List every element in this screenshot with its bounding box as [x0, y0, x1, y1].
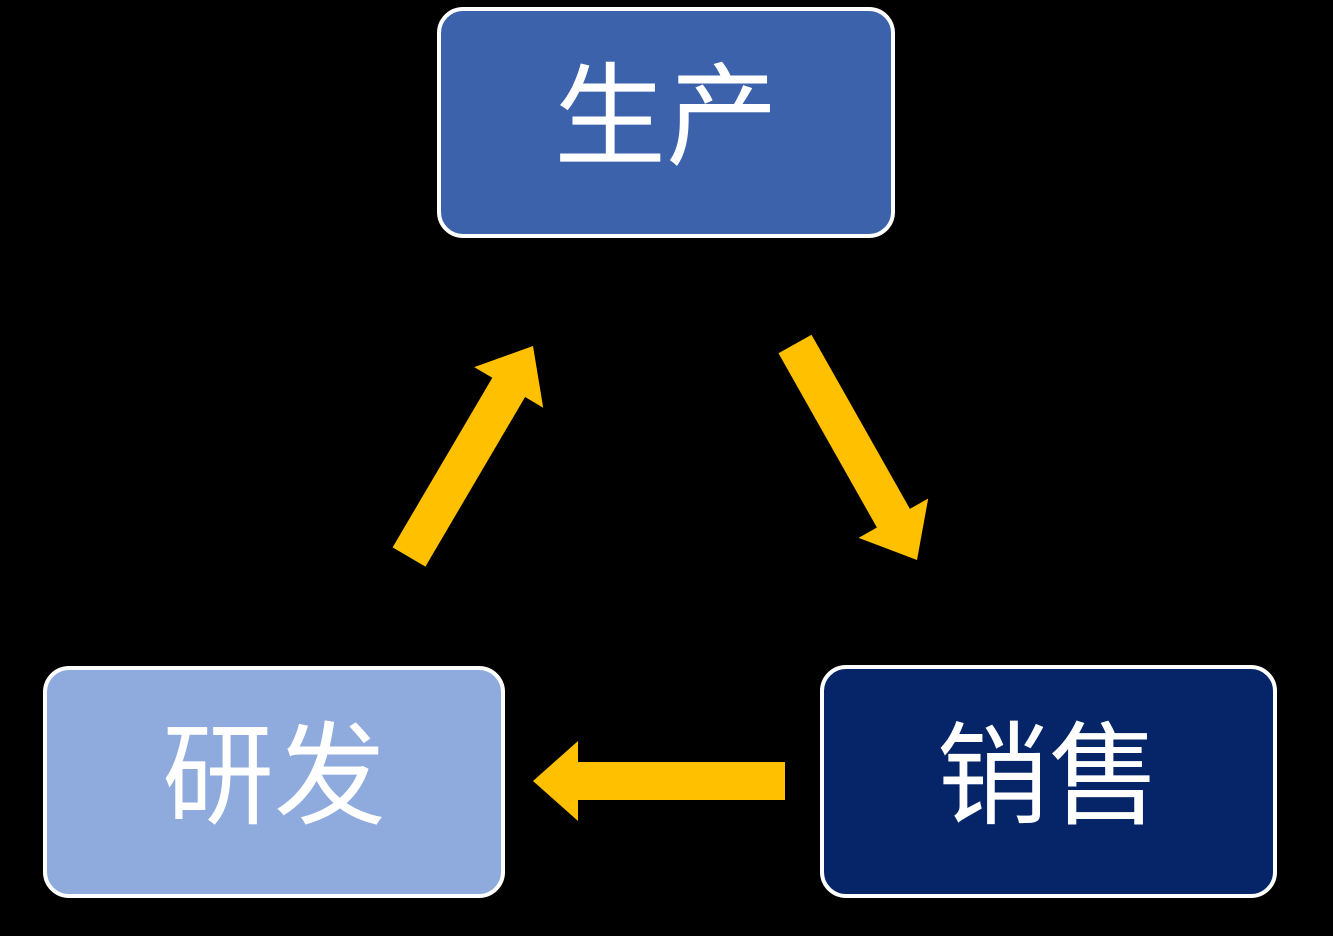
arrow-research-to-production-icon [392, 346, 544, 567]
node-production: 生产 [437, 7, 895, 238]
node-research: 研发 [43, 666, 505, 898]
node-research-label: 研发 [162, 712, 386, 842]
node-sales: 销售 [820, 665, 1277, 898]
node-sales-label: 销售 [936, 711, 1161, 842]
arrow-production-to-sales-icon [778, 334, 929, 560]
arrow-sales-to-research-icon [533, 741, 785, 821]
node-production-label: 生产 [554, 52, 778, 183]
